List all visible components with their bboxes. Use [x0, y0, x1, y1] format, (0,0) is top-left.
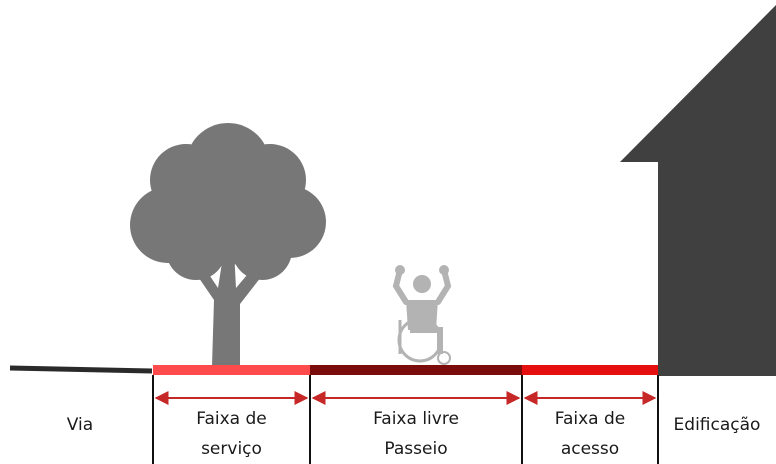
tree-icon	[130, 123, 326, 366]
faixa-livre-label: Faixa livre Passeio	[373, 409, 459, 459]
edificacao-label: Edificação	[673, 415, 761, 435]
via-label: Via	[66, 415, 94, 435]
faixa-acesso-band	[522, 365, 658, 375]
faixa-acesso-label: Faixa de acesso	[554, 409, 626, 459]
road-line	[9, 365, 153, 374]
wheelchair-user-icon	[392, 265, 452, 365]
faixa-servico-label: Faixa de serviço	[196, 409, 267, 459]
building-icon	[620, 5, 776, 376]
faixa-livre-band	[310, 365, 522, 375]
faixa-servico-band	[153, 365, 310, 375]
